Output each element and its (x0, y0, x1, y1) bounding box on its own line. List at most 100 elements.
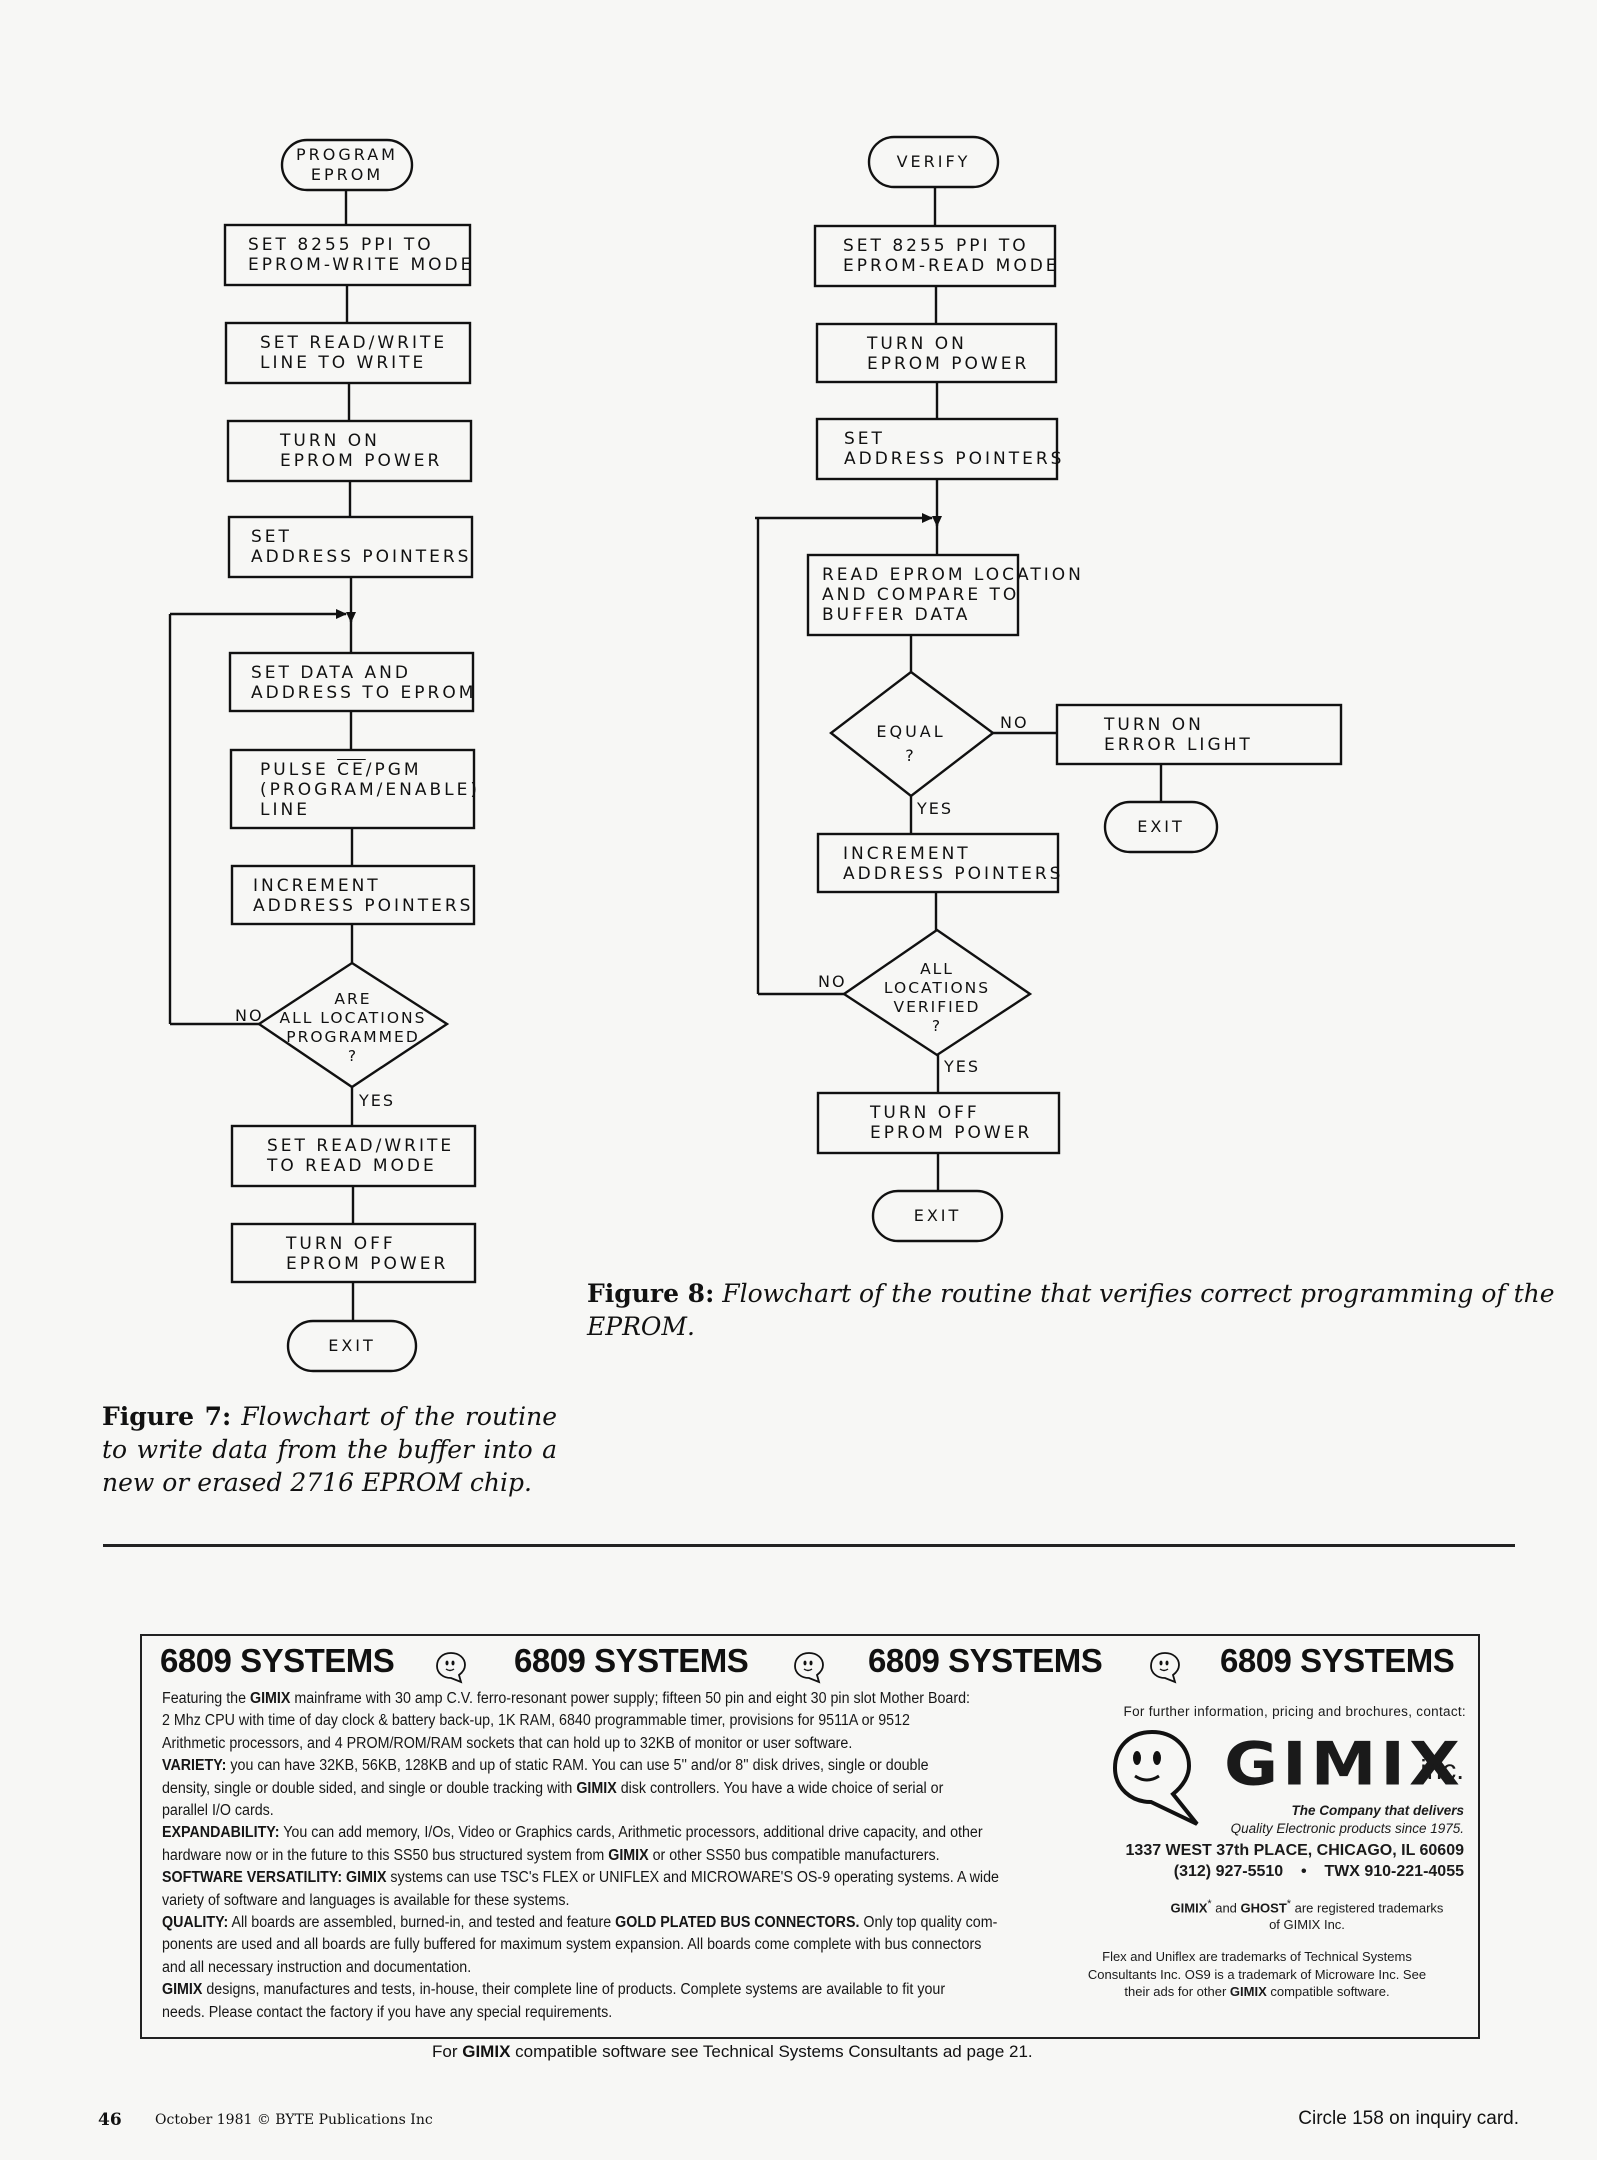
ad-text: disk controllers. You have a wide choice… (616, 1779, 944, 1797)
f7-set-rw-label: SET READ/WRITE LINE TO WRITE (260, 333, 448, 373)
tm2-line1: Flex and Uniflex are trademarks of Techn… (1102, 1949, 1412, 1964)
f8-start-label: VERIFY (896, 152, 971, 171)
f7-pulse-rest-label: (PROGRAM/ENABLE) LINE (260, 780, 480, 820)
tm2-line3-c: compatible software. (1266, 1984, 1390, 1999)
ad-bold-text: GIMIX (162, 1981, 203, 1999)
ad-bold-text: EXPANDABILITY: (162, 1824, 280, 1842)
figure8-caption-text: Flowchart of the routine that verifies c… (587, 1279, 1555, 1341)
ghost-icon (436, 1652, 466, 1684)
f8-error-exit-label: EXIT (1137, 817, 1185, 836)
ghost-icon (1150, 1652, 1180, 1684)
ad-body-text: Featuring the GIMIX mainframe with 30 am… (162, 1688, 1128, 2024)
ad-text: density, single or double sided, and sin… (162, 1779, 577, 1797)
trademark-note-1: GIMIX* and GHOST* are registered tradema… (1142, 1896, 1472, 1933)
twx: TWX 910-221-4055 (1324, 1863, 1464, 1880)
f7-decision-label: ARE ALL LOCATIONS PROGRAMMED ? (279, 990, 427, 1065)
ad-body-line: QUALITY: All boards are assembled, burne… (162, 1912, 1128, 1934)
tagline-1: The Company that delivers (1291, 1803, 1464, 1818)
tm-ghost: GHOST (1240, 1900, 1287, 1916)
figure8-caption-label: Figure 8: (587, 1279, 715, 1308)
tm2-line3-gimix: GIMIX (1229, 1984, 1267, 1999)
f7-exit-label: EXIT (328, 1336, 376, 1355)
gimix-ghost-logo-icon (1112, 1729, 1199, 1826)
ad-text: designs, manufactures and tests, in-hous… (202, 1981, 946, 1999)
ad-text: parallel I/O cards. (162, 1802, 274, 1820)
f8-all-verified-no-label: NO (818, 972, 847, 991)
f8-error-light-label: TURN ON ERROR LIGHT (1104, 715, 1253, 755)
f7-pulse-pre: PULSE (260, 760, 338, 780)
figure7-caption-label: Figure 7: (102, 1402, 232, 1431)
f8-all-verified-yes-label: YES (944, 1057, 981, 1076)
ad-headline-3: 6809 SYSTEMS (868, 1642, 1103, 1679)
ad-text: 2 Mhz CPU with time of day clock & batte… (162, 1712, 910, 1730)
ad-body-line: 2 Mhz CPU with time of day clock & batte… (162, 1710, 1128, 1732)
ad-text: you can have 32KB, 56KB, 128KB and up of… (226, 1757, 929, 1775)
ad-text: Featuring the (162, 1690, 251, 1707)
f8-read-compare-label: READ EPROM LOCATION AND COMPARE TO BUFFE… (822, 565, 1084, 625)
f7-power-off-label: TURN OFF EPROM POWER (286, 1234, 449, 1274)
ad-text: mainframe with 30 amp C.V. ferro-resonan… (290, 1690, 970, 1707)
ad-body-line: ponents are used and all boards are full… (162, 1934, 1128, 1956)
f7-power-on-label: TURN ON EPROM POWER (280, 431, 443, 471)
f7-start-label: PROGRAM EPROM (296, 145, 398, 184)
ad-body-line: parallel I/O cards. (162, 1800, 1128, 1822)
f8-set-addr-label: SET ADDRESS POINTERS (844, 429, 1065, 469)
ad-headline-4: 6809 SYSTEMS (1220, 1642, 1455, 1679)
contact-intro: For further information, pricing and bro… (1123, 1704, 1466, 1719)
f8-power-on-label: TURN ON EPROM POWER (867, 334, 1030, 374)
ad-body-line: density, single or double sided, and sin… (162, 1778, 1128, 1800)
note-pre: For (432, 2042, 463, 2061)
ad-bold-text: SOFTWARE VERSATILITY: GIMIX (162, 1869, 387, 1887)
ad-text: needs. Please contact the factory if you… (162, 2003, 613, 2021)
tm-reg-1: * (1207, 1898, 1212, 1910)
gimix-logo: GIMIX (1224, 1729, 1464, 1800)
ad-bold-text: VARIETY: (162, 1757, 227, 1775)
ad-body-line: variety of software and languages is ava… (162, 1890, 1128, 1912)
ad-body-line: hardware now or in the future to this SS… (162, 1845, 1128, 1867)
page-number: 46 (98, 2110, 122, 2130)
f7-set-addr-label: SET ADDRESS POINTERS (251, 527, 472, 567)
f8-start-terminal (867, 135, 1000, 189)
tm-gimix: GIMIX (1170, 1900, 1208, 1916)
ad-text: Arithmetic processors, and 4 PROM/ROM/RA… (162, 1734, 853, 1752)
figure7-caption-text: Flowchart of the routine to write data f… (102, 1402, 557, 1497)
phone-line: (312) 927-5510 • TWX 910-221-4055 (1174, 1863, 1464, 1881)
ad-headline-1: 6809 SYSTEMS (160, 1642, 395, 1679)
ad-body-line: Featuring the GIMIX mainframe with 30 am… (162, 1688, 1128, 1710)
ad-text: variety of software and languages is ava… (162, 1891, 570, 1909)
tm2-line3-a: their ads for other (1124, 1984, 1230, 1999)
f7-exit-terminal (286, 1319, 418, 1373)
ad-text: and all necessary instruction and docume… (162, 1958, 472, 1976)
f7-pulse-label: PULSE CE/PGM (260, 760, 422, 780)
f8-exit-terminal (871, 1189, 1004, 1243)
tagline-2: Quality Electronic products since 1975. (1230, 1821, 1464, 1836)
f8-error-exit-terminal (1103, 800, 1219, 854)
bullet: • (1300, 1863, 1307, 1880)
ghost-icon (794, 1652, 824, 1684)
note-gimix: GIMIX (462, 2042, 511, 2061)
f7-increment-label: INCREMENT ADDRESS POINTERS (253, 876, 474, 916)
ad-bold-text: QUALITY: (162, 1914, 229, 1932)
figure7-caption: Figure 7: Flowchart of the routine to wr… (102, 1400, 557, 1499)
figure8-caption: Figure 8: Flowchart of the routine that … (587, 1277, 1587, 1343)
ad-text: ponents are used and all boards are full… (162, 1936, 982, 1954)
ad-text: You can add memory, I/Os, Video or Graph… (279, 1824, 983, 1842)
f7-set-ppi-label: SET 8255 PPI TO EPROM-WRITE MODE (248, 235, 475, 275)
f7-yes-label: YES (359, 1091, 396, 1110)
ad-body-line: and all necessary instruction and docume… (162, 1957, 1128, 1979)
f8-equal-no-label: NO (1000, 713, 1029, 732)
ad-body-line: VARIETY: you can have 32KB, 56KB, 128KB … (162, 1755, 1128, 1777)
inquiry-card-note: Circle 158 on inquiry card. (1298, 2108, 1519, 2129)
ad-body-line: GIMIX designs, manufactures and tests, i… (162, 1979, 1128, 2001)
trademark-note-2: Flex and Uniflex are trademarks of Techn… (1042, 1948, 1472, 2001)
f8-all-verified-label: ALL LOCATIONS VERIFIED ? (883, 960, 991, 1035)
issue-line: October 1981 © BYTE Publications Inc (155, 2112, 433, 2128)
f8-equal-yes-label: YES (917, 799, 954, 818)
section-divider (103, 1544, 1515, 1547)
f7-no-label: NO (235, 1006, 264, 1025)
f7-pulse-ce: CE (337, 760, 366, 780)
ad-body-line: needs. Please contact the factory if you… (162, 2002, 1128, 2024)
f7-set-data-label: SET DATA AND ADDRESS TO EPROM (251, 663, 477, 703)
ad-body-line: EXPANDABILITY: You can add memory, I/Os,… (162, 1822, 1128, 1844)
tm2-line2: Consultants Inc. OS9 is a trademark of M… (1087, 1966, 1427, 1982)
